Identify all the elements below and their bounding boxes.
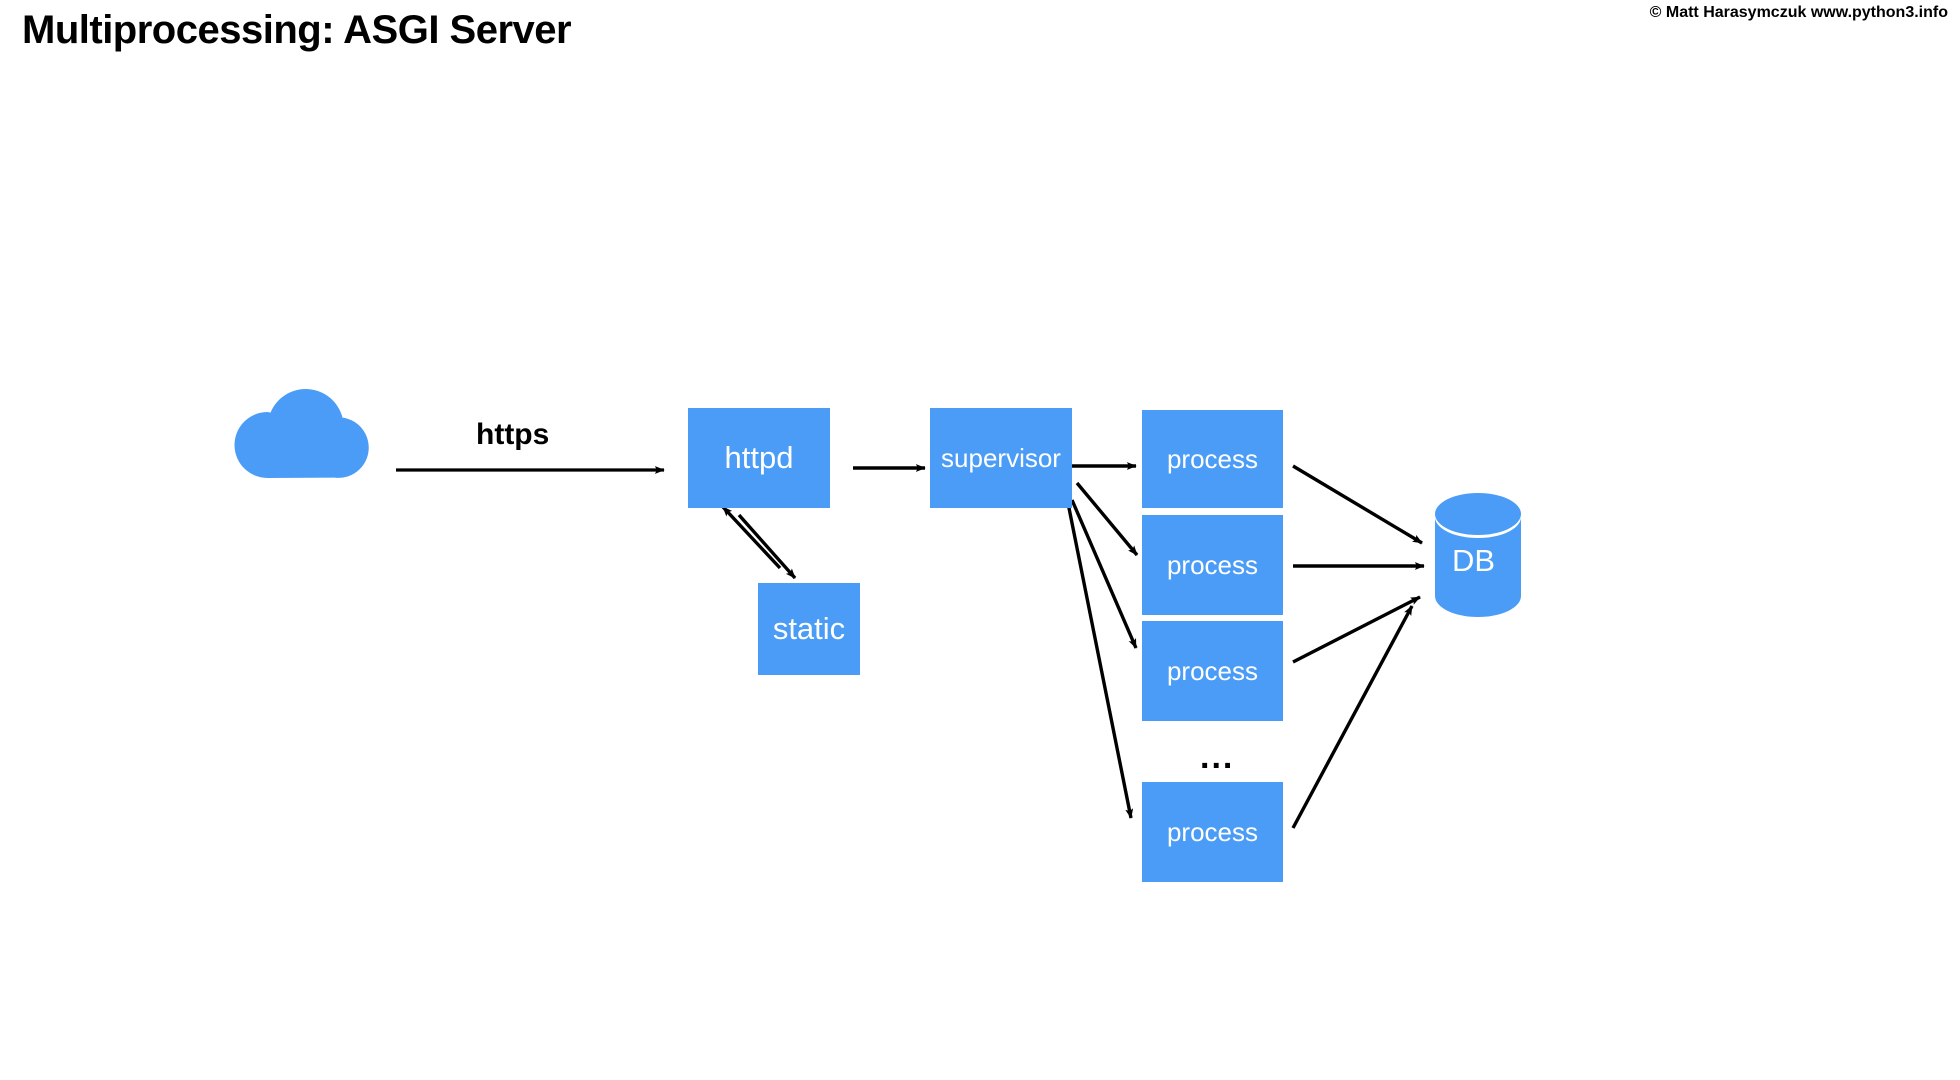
- node-supervisor-label: supervisor: [941, 442, 1061, 473]
- edge-httpd-to-static: [737, 513, 797, 580]
- cloud-icon: [234, 388, 369, 479]
- edge-label-https: https: [476, 418, 550, 451]
- node-supervisor[interactable]: supervisor: [930, 408, 1072, 508]
- node-static[interactable]: static: [758, 583, 860, 675]
- edge-static-to-httpd: [721, 505, 782, 570]
- edge-supervisor-to-process-2: [1075, 481, 1139, 557]
- node-httpd-label: httpd: [724, 440, 794, 475]
- process-ellipsis: ...: [1200, 738, 1235, 776]
- node-process-3-label: process: [1166, 655, 1259, 686]
- node-process-1[interactable]: process: [1142, 410, 1283, 508]
- node-process-2[interactable]: process: [1142, 515, 1283, 615]
- edge-process-n-to-db: [1291, 605, 1414, 829]
- node-process-n[interactable]: process: [1142, 782, 1283, 882]
- copyright-notice: © Matt Harasymczuk www.python3.info: [1649, 4, 1948, 21]
- node-httpd[interactable]: httpd: [688, 408, 830, 508]
- node-process-1-label: process: [1166, 443, 1259, 474]
- node-static-label: static: [772, 611, 846, 646]
- edge-process-1-to-db: [1292, 464, 1423, 545]
- node-process-2-label: process: [1166, 549, 1259, 580]
- edge-process-3-to-db: [1292, 595, 1421, 664]
- page-title: Multiprocessing: ASGI Server: [22, 8, 572, 52]
- database-cylinder-icon: [1435, 493, 1521, 617]
- node-process-3[interactable]: process: [1142, 621, 1283, 721]
- edge-supervisor-to-process-n: [1066, 502, 1134, 819]
- edge-supervisor-to-process-3: [1070, 499, 1138, 649]
- node-process-n-label: process: [1166, 816, 1259, 847]
- node-database-label: DB: [1452, 543, 1496, 578]
